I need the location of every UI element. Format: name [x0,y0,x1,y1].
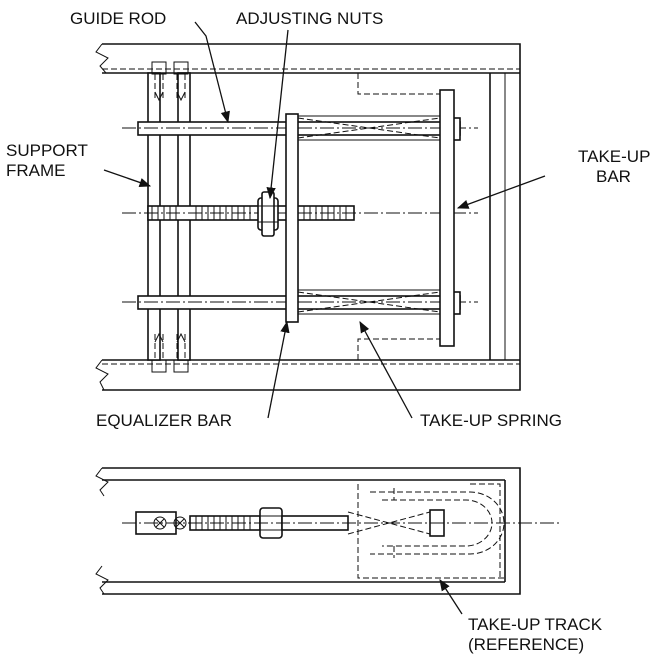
label-support-frame-line2: FRAME [6,161,66,180]
label-take-up-track-line1: TAKE-UP TRACK [468,615,603,634]
side-view [95,467,560,595]
side-housing [95,467,521,595]
label-take-up-spring: TAKE-UP SPRING [420,411,562,430]
label-support-frame-line1: SUPPORT [6,141,88,160]
leader-lines [103,21,546,615]
side-spring [347,511,431,535]
take-up-bar [439,89,455,347]
label-equalizer-bar: EQUALIZER BAR [96,411,232,430]
take-up-track [357,483,505,579]
top-view [95,43,521,391]
label-take-up-bar-line2: BAR [596,167,631,186]
adjusting-nuts [257,191,279,237]
threaded-rod [122,205,478,221]
label-adjusting-nuts: ADJUSTING NUTS [236,9,383,28]
housing-frame [95,43,521,391]
label-take-up-bar-line1: TAKE-UP [578,147,650,166]
label-take-up-track-line2: (REFERENCE) [468,635,584,654]
equalizer-bar [285,113,299,323]
labels: GUIDE ROD ADJUSTING NUTS SUPPORT FRAME T… [6,9,650,654]
label-guide-rod: GUIDE ROD [70,9,166,28]
